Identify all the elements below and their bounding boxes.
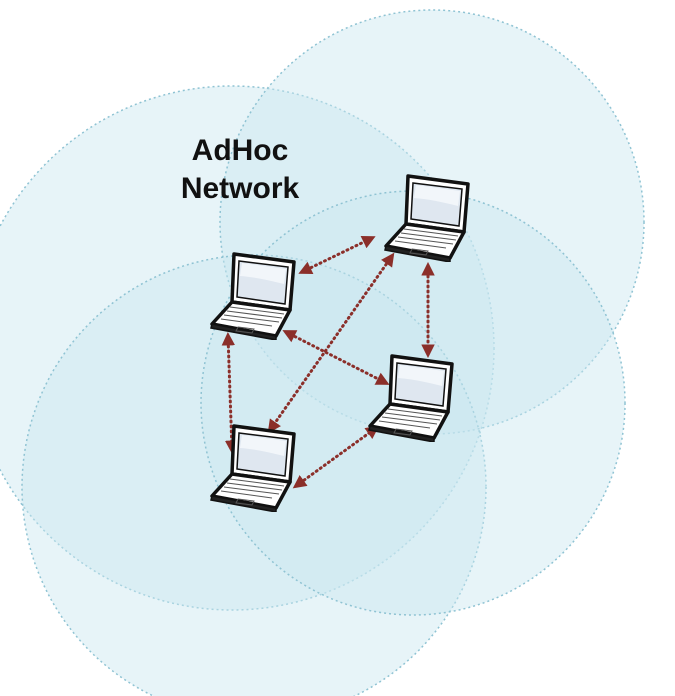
title-line-1: AdHoc [191, 134, 289, 167]
link-3-4 [292, 425, 380, 489]
link-2-4 [267, 252, 395, 434]
links [221, 236, 435, 489]
diagram-title: AdHoc Network [140, 132, 340, 208]
title-line-2: Network [180, 172, 300, 205]
coverage-areas [0, 9, 645, 696]
link-1-4 [221, 331, 239, 455]
